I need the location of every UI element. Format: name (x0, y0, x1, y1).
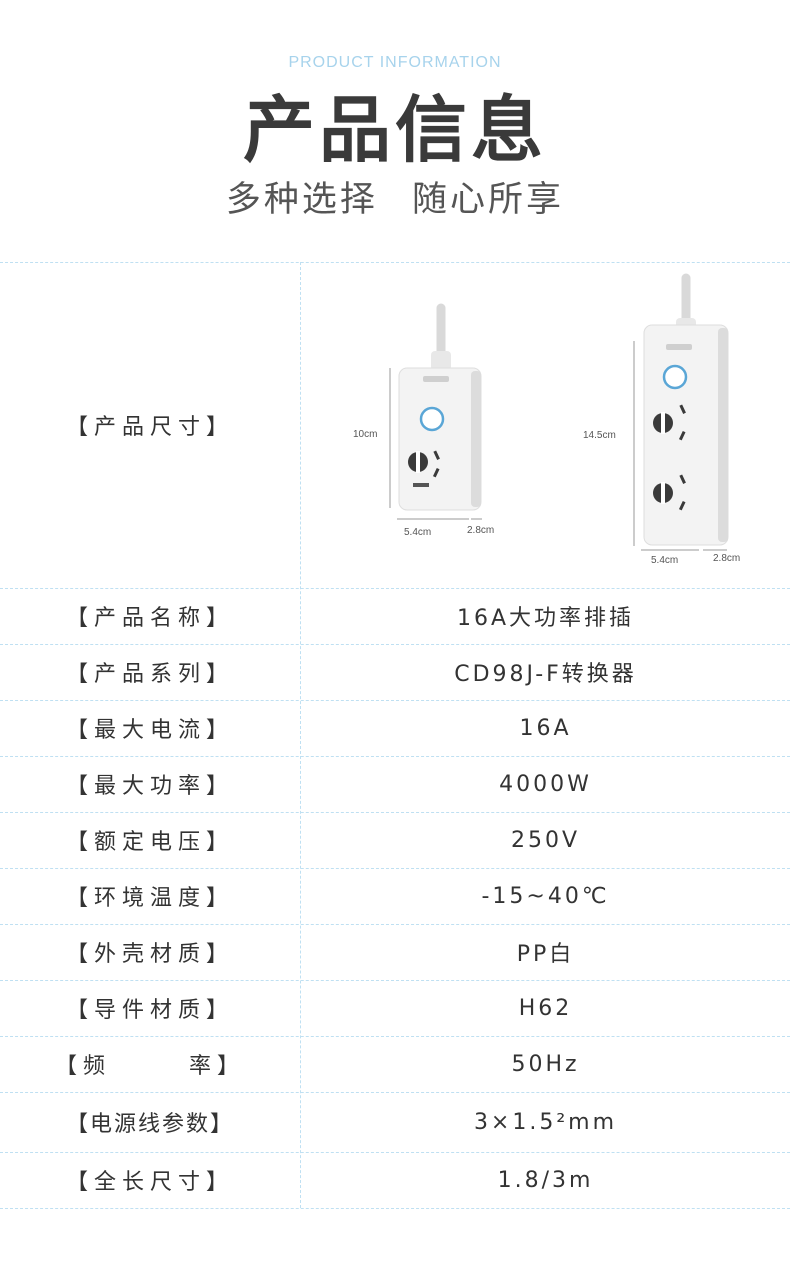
spec-label-max-current: 【最大电流】 (65, 718, 234, 743)
spec-value-temperature: -15~40℃ (481, 883, 610, 909)
spec-value-series: CD98J-F转换器 (454, 662, 637, 687)
dimensions-label: 【产品尺寸】 (65, 415, 234, 440)
divider (0, 756, 790, 757)
divider (0, 700, 790, 701)
english-title: PRODUCT INFORMATION (288, 54, 502, 71)
large-height-label: 14.5cm (583, 430, 616, 441)
spec-label-frequency: 【频 率】 (55, 1054, 245, 1079)
spec-value-rated-voltage: 250V (510, 827, 581, 853)
divider (0, 924, 790, 925)
divider (0, 644, 790, 645)
divider (0, 1092, 790, 1093)
spec-label-shell-material: 【外壳材质】 (65, 942, 234, 967)
spec-label-total-length: 【全长尺寸】 (65, 1170, 234, 1195)
large-depth-label: 2.8cm (713, 553, 741, 564)
spec-label-max-power: 【最大功率】 (65, 774, 234, 799)
divider (0, 588, 790, 589)
page-title: 产品信息 (242, 88, 547, 172)
spec-label-product-name: 【产品名称】 (65, 606, 234, 631)
small-power-strip-image (389, 273, 729, 551)
divider (0, 1036, 790, 1037)
spec-value-shell-material: PP白 (516, 942, 575, 967)
spec-label-conductor-material: 【导件材质】 (65, 998, 234, 1023)
divider (0, 262, 790, 263)
small-depth-label: 2.8cm (467, 525, 495, 536)
spec-label-cable: 【电源线参数】 (65, 1112, 234, 1137)
spec-value-product-name: 16A大功率排插 (456, 606, 635, 631)
small-width-label: 5.4cm (404, 527, 432, 538)
column-divider (300, 262, 301, 1208)
spec-label-rated-voltage: 【额定电压】 (65, 830, 234, 855)
divider (0, 812, 790, 813)
page-subtitle: 多种选择 随心所享 (225, 180, 565, 220)
spec-value-max-power: 4000W (499, 771, 592, 797)
spec-value-frequency: 50Hz (511, 1051, 580, 1077)
divider (0, 980, 790, 981)
divider (0, 868, 790, 869)
small-height-label: 10cm (353, 429, 378, 440)
divider (0, 1208, 790, 1209)
header: PRODUCT INFORMATION 产品信息 多种选择 随心所享 (0, 0, 790, 262)
spec-value-cable: 3×1.5²mm (473, 1109, 618, 1135)
large-width-label: 5.4cm (651, 555, 679, 566)
divider (0, 1152, 790, 1153)
spec-label-temperature: 【环境温度】 (65, 886, 234, 911)
spec-value-max-current: 16A (519, 715, 572, 741)
spec-label-series: 【产品系列】 (65, 662, 234, 687)
spec-value-conductor-material: H62 (518, 995, 573, 1021)
spec-value-total-length: 1.8/3m (497, 1167, 594, 1193)
product-dimensions-illustration: 10cm 5.4cm 2.8cm 14.5cm 5.4cm 2.8cm (301, 263, 790, 587)
